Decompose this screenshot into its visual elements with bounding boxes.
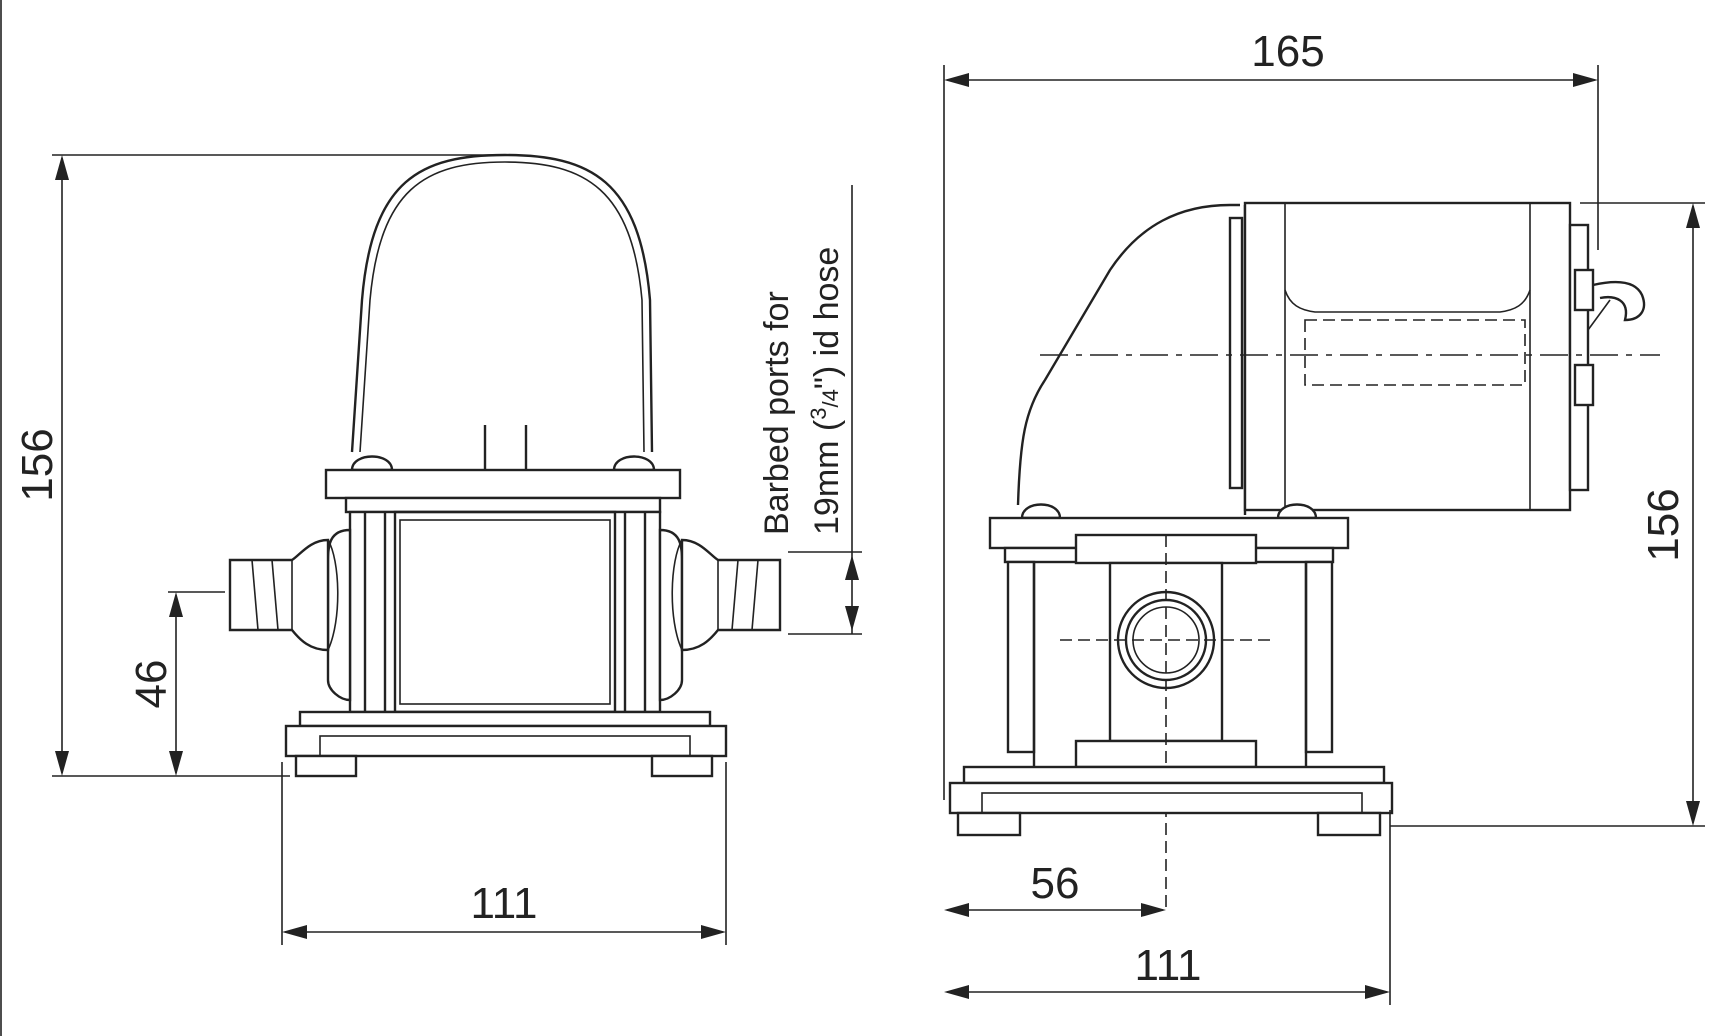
side-height-label: 156 xyxy=(1639,488,1688,561)
front-height-dimension: 156 xyxy=(13,154,500,777)
port-offset-label: 56 xyxy=(1031,859,1080,908)
note-line2: 19mm (3/4") id hose xyxy=(806,247,846,535)
front-base-width-label: 111 xyxy=(471,879,538,928)
port-offset-dimension: 56 xyxy=(944,859,1166,917)
front-view xyxy=(228,153,782,778)
side-view xyxy=(948,201,1660,910)
front-height-label: 156 xyxy=(13,428,62,501)
side-base-width-dimension: 111 xyxy=(944,810,1391,1005)
port-height-label: 46 xyxy=(127,660,176,709)
side-base-width-label: 111 xyxy=(1135,941,1202,990)
front-base-width-dimension: 111 xyxy=(281,762,727,945)
side-length-label: 165 xyxy=(1251,27,1324,76)
note-line1: Barbed ports for xyxy=(758,291,796,535)
side-height-dimension: 156 xyxy=(1390,202,1705,827)
side-length-dimension: 165 xyxy=(943,27,1599,800)
port-height-dimension: 46 xyxy=(127,591,225,776)
port-diameter-dimension: Barbed ports for 19mm (3/4") id hose xyxy=(758,185,862,635)
